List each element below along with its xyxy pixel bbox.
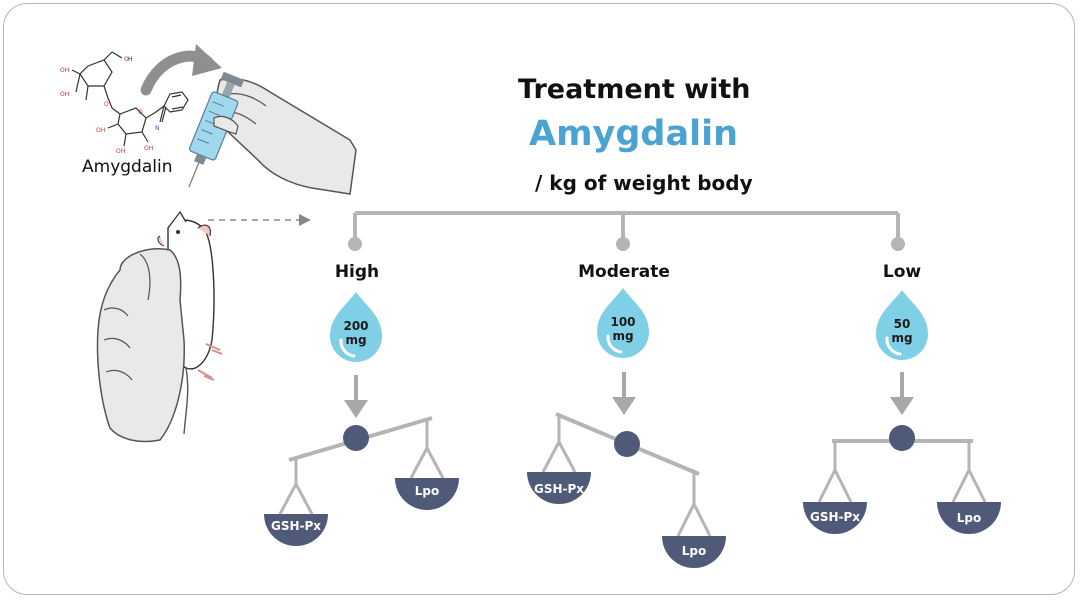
dose-unit: mg xyxy=(612,329,633,343)
treatment-branches xyxy=(353,211,900,240)
level-label-moderate: Moderate xyxy=(578,262,670,282)
atom-o: O xyxy=(104,101,109,108)
dose-unit: mg xyxy=(345,333,366,347)
level-label-low: Low xyxy=(882,262,922,282)
dose-value: 100 xyxy=(610,315,635,329)
title-unit: / kg of weight body xyxy=(535,171,753,195)
atom-oh: OH xyxy=(116,148,125,155)
dose-drop-moderate: 100 mg xyxy=(597,288,649,358)
pan-label-left: GSH-Px xyxy=(534,482,584,496)
atom-oh: OH xyxy=(96,127,105,134)
syringe-hand-icon xyxy=(188,71,357,195)
title-compound: Amygdalin xyxy=(529,114,739,154)
atom-o: O xyxy=(124,56,129,63)
molecule-caption: Amygdalin xyxy=(82,157,173,177)
down-arrow-icon xyxy=(890,372,914,415)
atom-o: O xyxy=(138,109,143,116)
curved-arrow-icon xyxy=(140,44,222,96)
balance-scale-moderate: GSH-Px Lpo xyxy=(527,412,726,568)
dose-drop-high: 200 mg xyxy=(330,292,382,362)
molecule-atom-labels: O H OH OH O O OH OH OH N xyxy=(60,56,160,155)
pan-label-right: Lpo xyxy=(957,511,981,525)
scale-pan-left xyxy=(527,472,591,504)
title-treatment: Treatment with xyxy=(518,74,751,105)
branch-node xyxy=(891,237,905,251)
balance-scale-high: GSH-Px Lpo xyxy=(264,416,459,546)
branch-node xyxy=(348,237,362,251)
scale-pan-right xyxy=(395,478,459,510)
scale-pan-left xyxy=(803,502,867,534)
branch-node xyxy=(616,237,630,251)
down-arrow-icon xyxy=(344,375,368,418)
atom-n: N xyxy=(155,125,160,132)
atom-h: H xyxy=(128,56,133,63)
amygdalin-molecule xyxy=(71,51,189,147)
atom-oh: OH xyxy=(60,91,69,98)
diagram-frame xyxy=(3,3,1075,595)
pan-label-left: GSH-Px xyxy=(810,510,860,524)
scale-pan-left xyxy=(264,514,328,546)
down-arrow-icon xyxy=(612,372,636,415)
pan-label-right: Lpo xyxy=(415,484,439,498)
dose-drop-low: 50 mg xyxy=(876,290,928,360)
balance-scale-low: GSH-Px Lpo xyxy=(803,425,1001,534)
dose-value: 50 xyxy=(894,317,911,331)
pan-label-right: Lpo xyxy=(682,544,706,558)
mouse-hand-icon xyxy=(96,210,223,443)
atom-oh: OH xyxy=(60,67,69,74)
level-label-high: High xyxy=(334,262,380,282)
scale-pan-right xyxy=(662,536,726,568)
atom-oh: OH xyxy=(144,145,153,152)
scale-pan-right xyxy=(937,502,1001,534)
dose-value: 200 xyxy=(343,319,368,333)
dose-unit: mg xyxy=(891,331,912,345)
pan-label-left: GSH-Px xyxy=(271,519,321,533)
